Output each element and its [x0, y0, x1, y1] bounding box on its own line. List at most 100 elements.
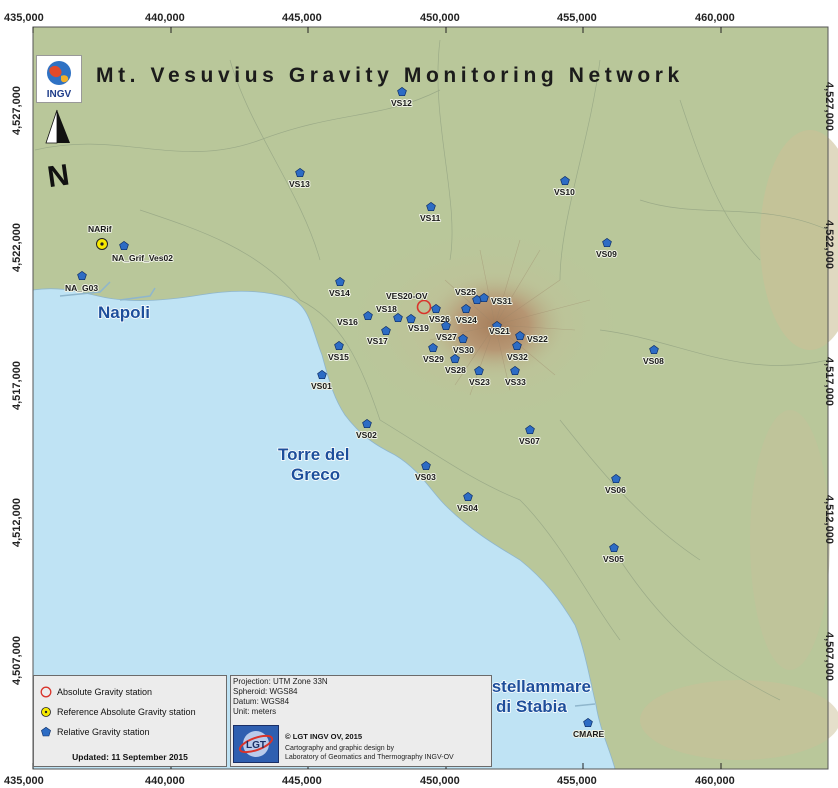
station-marker-icon[interactable] [381, 325, 391, 336]
station-marker-icon[interactable] [461, 303, 471, 314]
station-vs05[interactable]: VS05 [602, 542, 625, 565]
station-vs13[interactable]: VS13 [288, 167, 311, 190]
station-marker-icon[interactable] [583, 717, 593, 728]
station-label: VS06 [605, 485, 626, 495]
reference-station-narif[interactable]: NARif [87, 223, 113, 250]
projection-line-3: Datum: WGS84 [233, 697, 290, 706]
station-label: VS32 [507, 352, 528, 362]
station-label: VS12 [391, 98, 412, 108]
legend-reference: Reference Absolute Gravity station [40, 706, 196, 718]
station-vs14[interactable]: VS14 [328, 276, 351, 299]
station-marker-icon[interactable] [463, 491, 473, 502]
absolute-station-label: VES20-OV [386, 291, 428, 301]
station-marker-icon[interactable] [492, 320, 502, 331]
station-marker-icon[interactable] [334, 340, 344, 351]
station-label: VS08 [643, 356, 664, 366]
station-vs08[interactable]: VS08 [642, 344, 665, 367]
station-vs11[interactable]: VS11 [419, 201, 442, 224]
coord-bottom-4: 455,000 [557, 775, 597, 787]
station-marker-icon[interactable] [406, 313, 416, 324]
station-marker-icon[interactable] [611, 473, 621, 484]
station-label: VS01 [311, 381, 332, 391]
station-label: VS21 [489, 326, 510, 336]
coord-right-2: 4,517,000 [823, 357, 835, 406]
place-torre-1: Torre del [278, 445, 349, 464]
station-vs31[interactable]: VS31 [479, 292, 513, 307]
station-marker-icon[interactable] [510, 365, 520, 376]
station-vs06[interactable]: VS06 [604, 473, 627, 496]
station-marker-icon[interactable] [515, 330, 525, 341]
station-marker-icon[interactable] [441, 320, 451, 331]
station-vs17[interactable]: VS17 [366, 325, 391, 347]
station-marker-icon[interactable] [119, 240, 129, 251]
station-na-g03[interactable]: NA_G03 [64, 270, 99, 294]
station-vs22[interactable]: VS22 [515, 330, 549, 345]
eastern-hills [760, 130, 838, 350]
station-marker-icon[interactable] [474, 365, 484, 376]
station-marker-icon[interactable] [335, 276, 345, 287]
eastern-hills-south [750, 410, 830, 670]
station-marker-icon[interactable] [393, 312, 403, 323]
station-marker-icon[interactable] [525, 424, 535, 435]
station-vs19[interactable]: VS19 [406, 313, 430, 334]
coord-left-1: 4,522,000 [11, 223, 23, 272]
station-vs33[interactable]: VS33 [504, 365, 527, 388]
station-marker-icon[interactable] [560, 175, 570, 186]
station-marker-icon[interactable] [426, 201, 436, 212]
station-vs21[interactable]: VS21 [488, 320, 511, 337]
station-marker-icon[interactable] [77, 270, 87, 281]
station-vs25[interactable]: VS25 [454, 286, 482, 305]
station-marker-icon[interactable] [295, 167, 305, 178]
place-castellammare-1: Castellammare [470, 677, 591, 696]
station-marker-icon[interactable] [450, 353, 460, 364]
station-vs32[interactable]: VS32 [506, 340, 529, 363]
station-vs29[interactable]: VS29 [422, 342, 445, 365]
station-marker-icon[interactable] [649, 344, 659, 355]
station-vs24[interactable]: VS24 [455, 303, 478, 326]
coord-left-3: 4,512,000 [11, 498, 23, 547]
station-marker-icon[interactable] [397, 86, 407, 97]
station-na-grif-ves02[interactable]: NA_Grif_Ves02 [111, 240, 174, 264]
station-marker-icon[interactable] [431, 303, 441, 314]
station-vs16[interactable]: VS16 [336, 310, 373, 328]
station-vs12[interactable]: VS12 [390, 86, 413, 109]
coord-right-1: 4,522,000 [823, 220, 835, 269]
station-vs02[interactable]: VS02 [355, 418, 378, 441]
station-cmare[interactable]: CMARE [572, 717, 605, 740]
station-vs03[interactable]: VS03 [414, 460, 437, 483]
station-vs28[interactable]: VS28 [444, 353, 467, 376]
coord-bottom-2: 445,000 [282, 775, 322, 787]
station-vs18[interactable]: VS18 [375, 303, 403, 323]
station-marker-icon[interactable] [362, 418, 372, 429]
station-vs01[interactable]: VS01 [310, 369, 333, 392]
station-marker-icon[interactable] [602, 237, 612, 248]
station-vs15[interactable]: VS15 [327, 340, 350, 363]
globe-icon [47, 61, 71, 85]
station-marker-icon[interactable] [363, 310, 373, 321]
relief-lines [429, 239, 591, 396]
station-vs23[interactable]: VS23 [468, 365, 491, 388]
station-marker-icon[interactable] [512, 340, 522, 351]
station-marker-icon[interactable] [479, 292, 489, 303]
station-marker-icon[interactable] [458, 333, 468, 344]
legend-absolute: Absolute Gravity station [40, 686, 152, 698]
coord-bottom-0: 435,000 [4, 775, 44, 787]
boundaries [34, 39, 829, 701]
station-vs10[interactable]: VS10 [553, 175, 576, 198]
coord-top-5: 460,000 [695, 12, 735, 24]
station-vs04[interactable]: VS04 [456, 491, 479, 514]
station-vs30[interactable]: VS30 [452, 333, 475, 356]
station-marker-icon[interactable] [421, 460, 431, 471]
absolute-station-icon [40, 686, 52, 698]
absolute-station-ves20[interactable]: VES20-OV [385, 290, 432, 315]
station-vs27[interactable]: VS27 [435, 320, 458, 343]
station-label: VS27 [436, 332, 457, 342]
station-label: VS30 [453, 345, 474, 355]
station-vs07[interactable]: VS07 [518, 424, 541, 447]
station-marker-icon[interactable] [428, 342, 438, 353]
station-marker-icon[interactable] [609, 542, 619, 553]
station-marker-icon[interactable] [317, 369, 327, 380]
station-vs09[interactable]: VS09 [595, 237, 618, 260]
